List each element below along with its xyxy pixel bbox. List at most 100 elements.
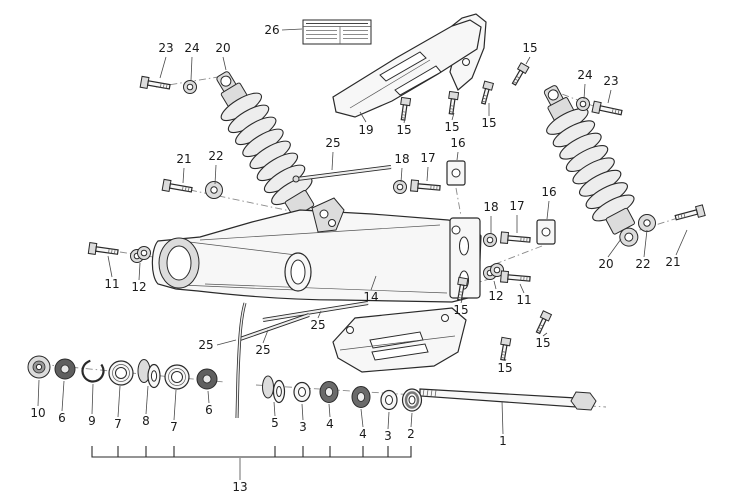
leader-lines [37, 28, 688, 480]
chain-guard [332, 13, 487, 118]
part-label-10-34: 10 [30, 406, 45, 420]
part-label-4-44: 4 [359, 427, 367, 441]
part-label-8-38: 8 [142, 414, 150, 428]
leader-line-12-26 [493, 280, 497, 290]
leader-line-25-31 [216, 339, 237, 346]
part-label-16-17: 16 [541, 185, 556, 199]
part-label-6-35: 6 [58, 411, 66, 425]
leader-line-4-44 [360, 408, 364, 428]
leader-line-18-12 [400, 167, 403, 183]
part-label-21-22: 21 [665, 255, 680, 269]
adjuster-block-16-right [536, 219, 556, 245]
leader-line-25-29 [317, 310, 322, 319]
part-label-17-19: 17 [509, 199, 524, 213]
leader-line-15-9 [451, 112, 455, 121]
leader-line-25-32 [262, 329, 269, 344]
part-label-5-41: 5 [271, 416, 279, 430]
leader-line-4-43 [328, 403, 331, 418]
leader-line-15-8 [403, 117, 406, 124]
bolt-15-d [478, 80, 495, 106]
part-label-6-40: 6 [205, 403, 213, 417]
bearing-7b [164, 364, 190, 390]
leader-line-14-25 [370, 275, 377, 291]
small-fasteners [87, 62, 706, 362]
seal-6 [54, 358, 76, 380]
part-label-15-4: 15 [522, 41, 537, 55]
leader-line-20-20 [607, 238, 622, 258]
part-label-15-28: 15 [453, 303, 468, 317]
leader-line-5-41 [273, 401, 276, 417]
part-label-14-25: 14 [363, 290, 378, 304]
part-label-25-11: 25 [325, 136, 340, 150]
leader-line-15-4 [525, 56, 531, 65]
leader-line-1-47 [501, 400, 504, 435]
leader-line-12-24 [138, 262, 141, 281]
part-label-4-43: 4 [326, 417, 334, 431]
part-label-25-32: 25 [255, 343, 270, 357]
part-label-17-13: 17 [420, 151, 435, 165]
washer-18-left [393, 180, 407, 194]
bolt-15-c [445, 90, 460, 116]
adjuster-rods [235, 165, 392, 419]
bushing-4 [319, 381, 339, 403]
seal-6b [196, 368, 218, 390]
washer-22-right [638, 214, 656, 232]
leader-line-6-35 [61, 380, 65, 412]
leader-line-8-38 [145, 385, 149, 415]
leader-line-21-22 [675, 229, 688, 256]
bushing-12-left-b [137, 246, 151, 260]
bushings-center [262, 375, 423, 412]
spacer-8 [137, 359, 161, 389]
bearing-7 [108, 360, 134, 386]
leader-line-11-27 [519, 283, 525, 294]
leader-line-22-21 [643, 229, 648, 258]
group-bracket-13 [91, 446, 412, 458]
part-label-7-39: 7 [170, 420, 178, 434]
leader-line-26-0 [281, 28, 303, 31]
part-label-22-21: 22 [635, 257, 650, 271]
part-label-24-5: 24 [577, 68, 592, 82]
bolt-21-left [161, 178, 194, 196]
adjuster-block-16-left [446, 160, 466, 186]
part-label-19-7: 19 [358, 123, 373, 137]
leader-line-24-5 [583, 83, 586, 100]
snap-ring-9 [81, 359, 105, 383]
leader-line-16-17 [546, 200, 550, 220]
leader-line-15-28 [460, 299, 463, 304]
leader-line-19-7 [359, 111, 367, 123]
part-label-11-23: 11 [104, 277, 119, 291]
bolt-15-f [533, 310, 553, 336]
part-label-25-31: 25 [198, 338, 213, 352]
leader-line-7-39 [173, 389, 177, 421]
leader-line-16-14 [456, 151, 459, 161]
washer-24-left [183, 80, 197, 94]
part-label-24-2: 24 [184, 41, 199, 55]
part-label-1-47: 1 [499, 434, 507, 448]
part-label-12-26: 12 [488, 289, 503, 303]
bolt-15-g [497, 336, 512, 362]
washer-22-left [205, 181, 223, 199]
swingarm [151, 197, 482, 303]
part-label-3-45: 3 [384, 429, 392, 443]
leader-line-10-34 [37, 379, 40, 407]
leader-line-20-3 [222, 56, 227, 71]
part-label-9-36: 9 [88, 414, 96, 428]
leader-line-6-40 [207, 390, 210, 404]
leader-line-24-2 [190, 56, 193, 81]
part-label-20-3: 20 [215, 41, 230, 55]
part-label-23-1: 23 [158, 41, 173, 55]
axle-hex-head [570, 391, 597, 411]
washer-24-right [576, 97, 590, 111]
bolt-21-right [673, 204, 706, 224]
bolt-11-right [499, 270, 531, 285]
bolt-23-left [139, 75, 172, 93]
part-label-2-46: 2 [407, 427, 415, 441]
leader-line-15-33 [504, 358, 507, 362]
part-label-15-9: 15 [444, 120, 459, 134]
ring-3 [293, 381, 311, 403]
rear-axle [419, 388, 597, 411]
bushing-4b [351, 386, 371, 408]
